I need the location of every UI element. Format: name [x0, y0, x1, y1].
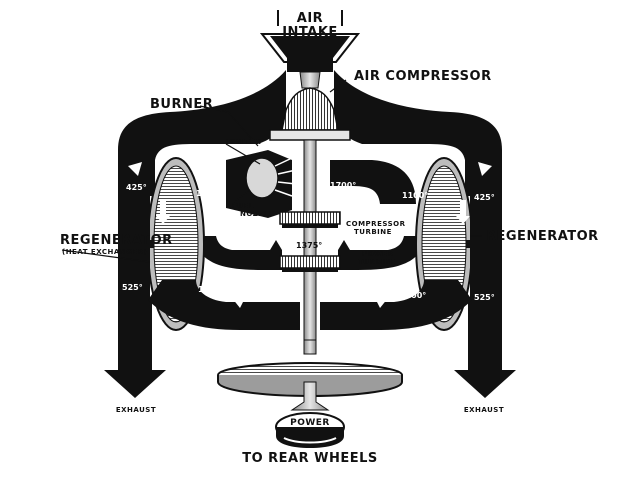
- main-shaft: [303, 139, 317, 341]
- air-label: AIR: [297, 11, 323, 26]
- regenerator-right-label: REGENERATOR: [486, 229, 599, 244]
- leader-lines: [61, 79, 482, 263]
- temp-right-bottom-inner: 1200°: [400, 291, 426, 300]
- intake-label: INTAKE: [282, 25, 338, 40]
- temp-right-top-outer: 425°: [474, 193, 495, 202]
- temp-left-bottom-inner: 1200°: [198, 285, 224, 294]
- diagram-labels: AIR INTAKE AIR COMPRESSOR BURNER IGNITER…: [60, 11, 599, 466]
- air-compressor-label: AIR COMPRESSOR: [354, 69, 492, 84]
- power-turbine-label: TURBINE: [358, 258, 396, 266]
- power-turbine: [279, 255, 341, 272]
- fuel-label: FUEL: [232, 202, 254, 210]
- reduction-gear: [217, 339, 403, 411]
- power-output-drum: [275, 412, 345, 448]
- temperature-labels: 425° 1100° 525° 1200° 1700° 1375° 425° 1…: [122, 181, 495, 302]
- power-label: POWER: [362, 250, 394, 258]
- temp-left-bottom-outer: 525°: [122, 283, 143, 292]
- intake-arrow: [277, 10, 343, 26]
- exhaust-ducts: [104, 196, 516, 398]
- hot-gas-ducts: [192, 160, 428, 270]
- temp-between-turbines: 1375°: [296, 241, 322, 250]
- compressor-ducts: [118, 70, 502, 196]
- compressor-turbine-label: TURBINE: [354, 228, 392, 236]
- exhaust-right-label: EXHAUST: [464, 406, 504, 414]
- flow-arrows: [128, 162, 492, 308]
- temp-left-top-outer: 425°: [126, 183, 147, 192]
- nozzle-label: NOZZLE: [240, 210, 274, 218]
- temp-center-gas: 1700°: [330, 181, 356, 190]
- regenerator-left-label: REGENERATOR: [60, 233, 173, 248]
- temp-right-top-inner: 1100°: [402, 191, 428, 200]
- to-rear-wheels-label: TO REAR WHEELS: [242, 451, 378, 466]
- air-intake: [259, 33, 361, 72]
- temp-right-bottom-outer: 525°: [474, 293, 495, 302]
- exhaust-left-label: EXHAUST: [116, 406, 156, 414]
- burner: [226, 150, 297, 218]
- burner-label: BURNER: [150, 97, 213, 112]
- gas-flow-arrows: [270, 240, 350, 250]
- temp-left-top-inner: 1100°: [196, 189, 222, 198]
- power-output-label: POWER: [290, 418, 330, 428]
- compressor-turbine: [279, 211, 341, 228]
- compressor-label: COMPRESSOR: [346, 220, 406, 228]
- heat-exchanger-label: (HEAT EXCHANGER): [62, 248, 147, 256]
- air-compressor: [269, 71, 351, 141]
- igniter-label: IGNITER: [226, 138, 261, 146]
